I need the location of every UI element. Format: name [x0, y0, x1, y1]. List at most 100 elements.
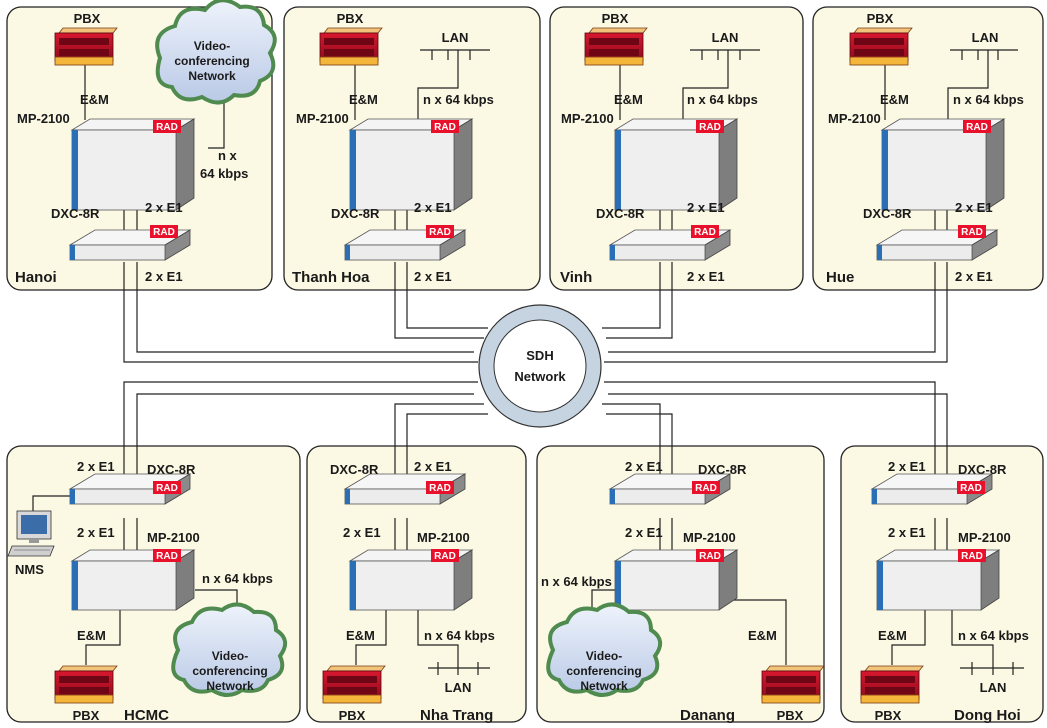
svg-text:RAD: RAD: [153, 227, 175, 238]
pbx-label: PBX: [777, 708, 804, 723]
site-name: Vinh: [560, 269, 592, 286]
nms-computer-icon: [7, 510, 55, 557]
em-label: E&M: [349, 92, 378, 107]
mp-2100-label: MP-2100: [561, 111, 614, 126]
e1-trunk-lines: [123, 262, 948, 488]
e1-link-label: 2 x E1: [77, 525, 115, 540]
lan-label: LAN: [712, 30, 739, 45]
data-rate-label: n x 64 kbps: [424, 628, 495, 643]
e1-link-label: 2 x E1: [77, 459, 115, 474]
data-rate-label: n x 64 kbps: [202, 571, 273, 586]
svg-text:RAD: RAD: [961, 551, 983, 562]
svg-text:RAD: RAD: [434, 551, 456, 562]
e1-link-label: 2 x E1: [687, 269, 725, 284]
site-name: Hanoi: [15, 269, 57, 286]
pbx-label: PBX: [74, 11, 101, 26]
lan-label: LAN: [972, 30, 999, 45]
data-rate-label: n x 64 kbps: [423, 92, 494, 107]
rad-logo: RAD: [957, 481, 985, 494]
site-vinh: RAD RAD PBX LAN E&M n x 64 kbps MP-2100 …: [560, 11, 760, 286]
em-label: E&M: [77, 628, 106, 643]
pbx-icon: [860, 665, 924, 704]
pbx-label: PBX: [867, 11, 894, 26]
rad-logo: RAD: [150, 225, 178, 238]
data-rate-label: n x 64 kbps: [953, 92, 1024, 107]
mp-2100-label: MP-2100: [17, 111, 70, 126]
mp-2100-label: MP-2100: [683, 530, 736, 545]
rad-logo: RAD: [426, 481, 454, 494]
pbx-icon: [322, 665, 386, 704]
dxc-8r-label: DXC-8R: [863, 206, 912, 221]
site-name: Dong Hoi: [954, 707, 1021, 724]
e1-link-label: 2 x E1: [955, 269, 993, 284]
pbx-label: PBX: [875, 708, 902, 723]
rad-logo: RAD: [153, 549, 181, 562]
e1-link-label: 2 x E1: [625, 525, 663, 540]
mp-2100-device: [613, 118, 739, 211]
pbx-label: PBX: [339, 708, 366, 723]
site-name: Thanh Hoa: [292, 269, 370, 286]
cloud-line1: Video-: [212, 649, 248, 663]
data-rate-label: n x 64 kbps: [958, 628, 1029, 643]
cloud-line3: Network: [206, 679, 254, 693]
mp-2100-label: MP-2100: [417, 530, 470, 545]
rad-logo: RAD: [153, 481, 181, 494]
pbx-icon: [54, 665, 118, 704]
svg-text:RAD: RAD: [699, 122, 721, 133]
rad-logo: RAD: [431, 549, 459, 562]
site-dong-hoi: RAD RAD 2 x E1 DXC-8R 2 x E1 MP-2100 E&M…: [860, 459, 1029, 724]
data-rate-label: n x 64 kbps: [541, 574, 612, 589]
dxc-8r-device: [870, 473, 994, 505]
lan-label: LAN: [442, 30, 469, 45]
site-hue: RAD RAD PBX LAN E&M n x 64 kbps MP-2100 …: [826, 11, 1024, 286]
site-hcmc: RAD RAD Video- conferencing Network 2 x …: [7, 459, 288, 724]
rad-logo: RAD: [958, 549, 986, 562]
mp-2100-label: MP-2100: [147, 530, 200, 545]
lan-label: LAN: [980, 680, 1007, 695]
site-name: Nha Trang: [420, 707, 493, 724]
e1-link-label: 2 x E1: [414, 459, 452, 474]
dxc-8r-label: DXC-8R: [51, 206, 100, 221]
e1-link-label: 2 x E1: [343, 525, 381, 540]
svg-text:RAD: RAD: [156, 122, 178, 133]
sdh-network-line1: SDH: [526, 348, 553, 363]
rad-logo: RAD: [431, 120, 459, 133]
em-label: E&M: [346, 628, 375, 643]
sdh-network: SDH Network: [478, 304, 602, 428]
rad-logo: RAD: [426, 225, 454, 238]
cloud-line3: Network: [188, 69, 236, 83]
dxc-8r-label: DXC-8R: [698, 462, 747, 477]
e1-link-label: 2 x E1: [625, 459, 663, 474]
svg-text:RAD: RAD: [156, 483, 178, 494]
em-label: E&M: [614, 92, 643, 107]
mp-2100-label: MP-2100: [958, 530, 1011, 545]
em-label: E&M: [880, 92, 909, 107]
svg-text:RAD: RAD: [156, 551, 178, 562]
dxc-8r-label: DXC-8R: [331, 206, 380, 221]
mp-2100-label: MP-2100: [296, 111, 349, 126]
dxc-8r-label: DXC-8R: [958, 462, 1007, 477]
videoconferencing-cloud-icon: [171, 602, 288, 697]
dxc-8r-label: DXC-8R: [596, 206, 645, 221]
site-name: Danang: [680, 707, 735, 724]
rad-logo: RAD: [958, 225, 986, 238]
e1-link-label: 2 x E1: [687, 200, 725, 215]
cloud-line2: conferencing: [192, 664, 267, 678]
site-thanh-hoa: RAD RAD PBX LAN E&M n x 64 kbps MP-2100 …: [292, 11, 494, 286]
em-label: E&M: [748, 628, 777, 643]
lan-label: LAN: [445, 680, 472, 695]
rad-logo: RAD: [963, 120, 991, 133]
e1-link-label: 2 x E1: [414, 200, 452, 215]
svg-text:RAD: RAD: [961, 227, 983, 238]
pbx-label: PBX: [73, 708, 100, 723]
e1-link-label: 2 x E1: [888, 525, 926, 540]
dxc-8r-device: [68, 473, 192, 505]
videoconferencing-cloud-icon: [155, 0, 277, 105]
videoconferencing-cloud-icon: [546, 602, 663, 697]
site-name: Hue: [826, 269, 854, 286]
site-name: HCMC: [124, 707, 169, 724]
svg-text:RAD: RAD: [694, 227, 716, 238]
cloud-line2: conferencing: [174, 54, 249, 68]
pbx-label: PBX: [337, 11, 364, 26]
